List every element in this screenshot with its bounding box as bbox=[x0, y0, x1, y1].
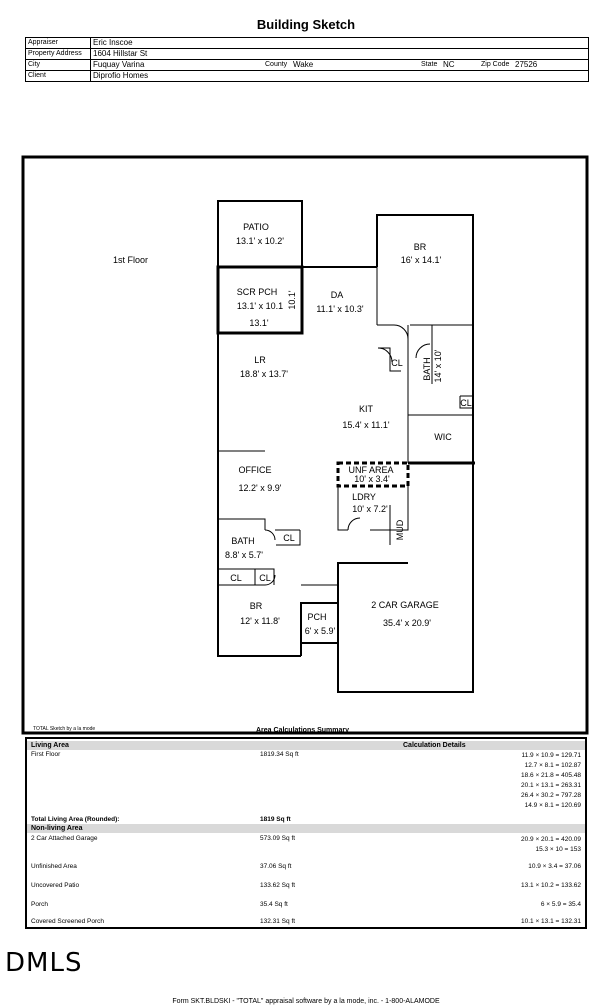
room-label: CL bbox=[391, 358, 403, 368]
room-label: UNF AREA bbox=[348, 465, 393, 475]
room-label: BR bbox=[414, 242, 427, 252]
room-label: WIC bbox=[434, 432, 452, 442]
calc-line: 26.4 × 30.2 = 797.28 bbox=[521, 792, 581, 799]
first-floor-label: First Floor bbox=[31, 751, 61, 758]
calc-line: 18.6 × 21.8 = 405.48 bbox=[521, 772, 581, 779]
room-label: BATH bbox=[231, 536, 254, 546]
room-label: OFFICE bbox=[239, 465, 272, 475]
room-label: CL bbox=[230, 573, 242, 583]
room-label: CL bbox=[460, 398, 472, 408]
room-dims: 10' x 7.2' bbox=[352, 504, 388, 514]
room-labels: PATIO 13.1' x 10.2' SCR PCH 13.1' x 10.1… bbox=[225, 222, 472, 636]
room-label: PATIO bbox=[243, 222, 269, 232]
nonliving-item-label: Uncovered Patio bbox=[31, 882, 80, 889]
nonliving-item-label: Covered Screened Porch bbox=[31, 918, 104, 925]
dmls-logo: DMLS bbox=[5, 948, 83, 978]
calc-line: 14.9 × 8.1 = 120.69 bbox=[524, 802, 581, 809]
total-living-label: Total Living Area (Rounded): bbox=[31, 816, 120, 823]
nonliving-item-area: 132.31 Sq ft bbox=[260, 918, 296, 925]
floor-label: 1st Floor bbox=[113, 255, 148, 265]
room-label: BR bbox=[250, 601, 263, 611]
county-value: Wake bbox=[293, 60, 314, 69]
header-table: Appraiser Eric Inscoe Property Address 1… bbox=[25, 37, 589, 82]
sketch-credit: TOTAL Sketch by a la mode bbox=[33, 726, 96, 732]
room-dims: 12.2' x 9.9' bbox=[239, 483, 282, 493]
area-calculations: Living Area Calculation Details First Fl… bbox=[25, 737, 587, 929]
room-label: LR bbox=[254, 355, 266, 365]
living-area-label: Living Area bbox=[31, 742, 69, 749]
room-extra: 13.1' bbox=[249, 318, 269, 328]
room-label: SCR PCH bbox=[237, 287, 278, 297]
room-dims: 18.8' x 13.7' bbox=[240, 369, 288, 379]
nonliving-item-label: Unfinished Area bbox=[31, 863, 77, 870]
interior-walls bbox=[218, 267, 473, 586]
city-value: Fuquay Varina bbox=[93, 60, 145, 69]
room-dims: 12' x 11.8' bbox=[240, 616, 280, 626]
room-dims: 15.4' x 11.1' bbox=[342, 420, 390, 430]
room-dims: 11.1' x 10.3' bbox=[316, 304, 364, 314]
nonliving-item-label: 2 Car Attached Garage bbox=[31, 835, 98, 842]
room-dims: 13.1' x 10.2' bbox=[236, 236, 284, 246]
county-label: County bbox=[265, 61, 288, 68]
room-label: 2 CAR GARAGE bbox=[371, 600, 439, 610]
sketch-frame bbox=[21, 155, 589, 735]
calc-line: 15.3 × 10 = 153 bbox=[535, 846, 581, 853]
room-dims: 8.8' x 5.7' bbox=[225, 550, 263, 560]
room-dims: 6' x 5.9' bbox=[305, 626, 336, 636]
room-label: LDRY bbox=[352, 492, 376, 502]
calc-line: 11.9 × 10.9 = 129.71 bbox=[521, 752, 581, 759]
room-dims: 14' x 10' bbox=[433, 349, 443, 382]
room-extra: 10.1' bbox=[287, 290, 297, 310]
room-label: PCH bbox=[307, 612, 326, 622]
zip-value: 27526 bbox=[515, 60, 538, 69]
form-footer: Form SKT.BLDSKI - "TOTAL" appraisal soft… bbox=[172, 998, 440, 1005]
state-value: NC bbox=[443, 60, 455, 69]
nonliving-label: Non-living Area bbox=[31, 825, 83, 832]
nonliving-item-area: 133.62 Sq ft bbox=[260, 882, 296, 889]
calc-list: 11.9 × 10.9 = 129.71 12.7 × 8.1 = 102.87… bbox=[521, 751, 581, 811]
calc-line: 20.1 × 13.1 = 263.31 bbox=[521, 782, 581, 789]
room-label: DA bbox=[331, 290, 344, 300]
calc-line: 10.1 × 13.1 = 132.31 bbox=[521, 918, 581, 925]
calc-details-label: Calculation Details bbox=[403, 742, 466, 749]
calc-line: 13.1 × 10.2 = 133.62 bbox=[521, 882, 581, 889]
calc-line: 10.9 × 3.4 = 37.06 bbox=[528, 863, 581, 870]
calc-line: 20.9 × 20.1 = 420.09 bbox=[521, 836, 581, 843]
calc-line: 12.7 × 8.1 = 102.87 bbox=[524, 762, 581, 769]
unf-area-outline bbox=[336, 461, 410, 488]
client-label: Client bbox=[25, 70, 91, 82]
room-label: CL bbox=[259, 573, 271, 583]
room-dims: 16' x 14.1' bbox=[401, 255, 442, 265]
nonliving-item-area: 35.4 Sq ft bbox=[260, 901, 288, 908]
total-living-value: 1819 Sq ft bbox=[260, 816, 291, 823]
room-dims: 35.4' x 20.9' bbox=[383, 618, 431, 628]
room-label: CL bbox=[283, 533, 295, 543]
walls bbox=[216, 200, 475, 693]
zip-label: Zip Code bbox=[481, 61, 510, 68]
nonliving-item-area: 573.09 Sq ft bbox=[260, 835, 296, 842]
room-label: MUD bbox=[395, 519, 405, 540]
client-value: Diprofio Homes bbox=[90, 70, 589, 82]
room-label: BATH bbox=[422, 357, 432, 380]
nonliving-item-label: Porch bbox=[31, 901, 48, 908]
summary-title: Area Calculations Summary bbox=[256, 727, 349, 734]
first-floor-area: 1819.34 Sq ft bbox=[260, 751, 299, 758]
calc-line: 6 × 5.9 = 35.4 bbox=[540, 901, 581, 908]
state-label: State bbox=[421, 61, 438, 68]
room-dims: 13.1' x 10.1 bbox=[237, 301, 283, 311]
room-dims: 10' x 3.4' bbox=[354, 474, 390, 484]
page-title: Building Sketch bbox=[256, 17, 356, 32]
room-label: KIT bbox=[359, 404, 374, 414]
nonliving-item-area: 37.06 Sq ft bbox=[260, 863, 292, 870]
